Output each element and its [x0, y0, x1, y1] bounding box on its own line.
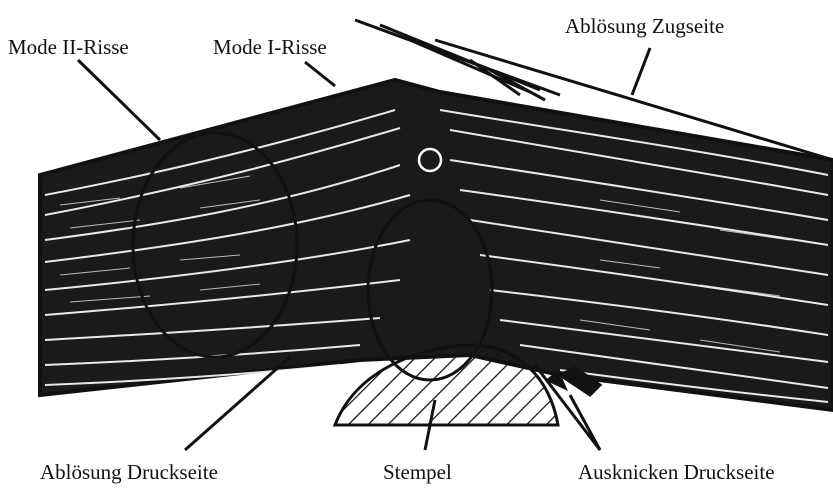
label-punch: Stempel	[383, 462, 452, 483]
label-compression-buckling: Ausknicken Druckseite	[578, 462, 775, 483]
label-tension-delamination: Ablösung Zugseite	[565, 16, 724, 37]
label-mode2-cracks: Mode II-Risse	[8, 37, 129, 58]
label-mode1-cracks: Mode I-Risse	[213, 37, 327, 58]
label-compression-delamination: Ablösung Druckseite	[40, 462, 218, 483]
